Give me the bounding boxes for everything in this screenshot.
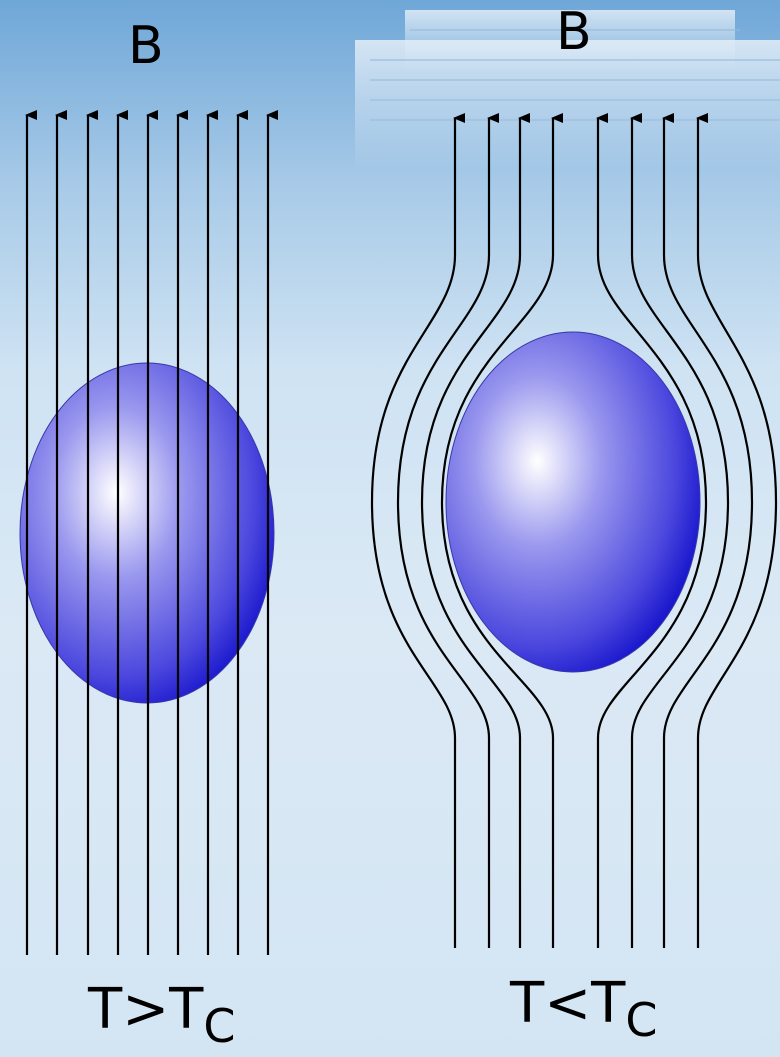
superconducting-state-panel <box>372 118 776 948</box>
condition-label-right: T<TC <box>510 976 657 1043</box>
condition-text-right: T<T <box>510 971 625 1036</box>
condition-text-left: T>T <box>88 977 203 1042</box>
condition-subscript-left: C <box>203 999 235 1053</box>
sphere-superconducting-state <box>446 332 700 672</box>
normal-state-panel <box>20 115 274 955</box>
field-label-left: B <box>128 20 164 72</box>
field-line-bent <box>372 118 455 948</box>
condition-label-left: T>TC <box>88 982 235 1049</box>
condition-subscript-right: C <box>625 993 657 1047</box>
field-line-bent <box>698 118 776 948</box>
field-label-right: B <box>556 6 592 58</box>
